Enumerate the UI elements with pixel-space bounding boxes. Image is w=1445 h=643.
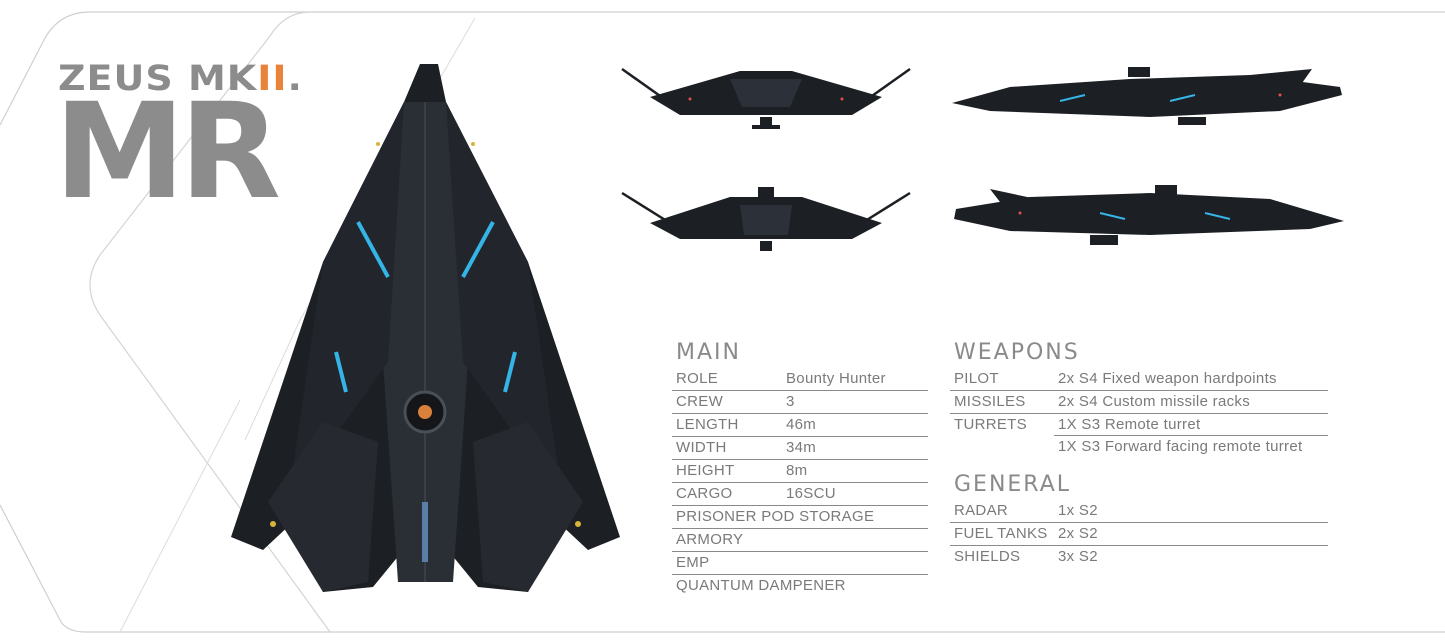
spec-label: PILOT bbox=[954, 370, 999, 387]
ship-rear-view bbox=[621, 187, 911, 251]
spec-row-emp: EMP bbox=[672, 552, 928, 575]
spec-value: 46m bbox=[786, 416, 817, 433]
spec-value: 1X S3 Forward facing remote turret bbox=[1058, 438, 1303, 455]
spec-label: QUANTUM DAMPENER bbox=[676, 577, 846, 594]
main-specs: MAIN ROLE Bounty Hunter CREW 3 LENGTH 46… bbox=[672, 338, 928, 597]
spec-row-fuel-tanks: FUEL TANKS 2x S2 bbox=[950, 523, 1328, 546]
main-title: MAIN bbox=[676, 340, 741, 365]
spec-row-radar: RADAR 1x S2 bbox=[950, 500, 1328, 523]
spec-label: ARMORY bbox=[676, 531, 744, 548]
ship-side-view-left bbox=[954, 185, 1344, 245]
spec-value: 2x S2 bbox=[1058, 525, 1098, 542]
logo-line1-suffix: . bbox=[287, 58, 303, 99]
spec-row-armory: ARMORY bbox=[672, 529, 928, 552]
logo-line1-accent: II bbox=[257, 58, 288, 99]
spec-value: 2x S4 Fixed weapon hardpoints bbox=[1058, 370, 1277, 387]
spec-value: 8m bbox=[786, 462, 808, 479]
ship-side-view-right bbox=[952, 67, 1342, 125]
spec-row-turrets: TURRETS 1X S3 Remote turret bbox=[950, 414, 1328, 436]
spec-label: EMP bbox=[676, 554, 710, 571]
model-logo-line1: ZEUS MKII. bbox=[58, 58, 303, 98]
spec-label: HEIGHT bbox=[676, 462, 735, 479]
spec-row-cargo: CARGO 16SCU bbox=[672, 483, 928, 506]
spec-row-width: WIDTH 34m bbox=[672, 437, 928, 460]
spec-value: 2x S4 Custom missile racks bbox=[1058, 393, 1251, 410]
spec-row-pilot: PILOT 2x S4 Fixed weapon hardpoints bbox=[950, 368, 1328, 391]
general-specs: GENERAL RADAR 1x S2 FUEL TANKS 2x S2 SHI… bbox=[950, 470, 1328, 568]
spec-row-length: LENGTH 46m bbox=[672, 414, 928, 437]
logo-line1-prefix: ZEUS MK bbox=[58, 58, 258, 99]
spec-value: 3 bbox=[786, 393, 795, 410]
general-title: GENERAL bbox=[954, 472, 1072, 497]
spec-label: SHIELDS bbox=[954, 548, 1021, 565]
spec-value: 1x S2 bbox=[1058, 502, 1098, 519]
spec-value: 16SCU bbox=[786, 485, 836, 502]
spec-row-quantum-dampener: QUANTUM DAMPENER bbox=[672, 575, 928, 597]
ship-top-view bbox=[231, 64, 620, 592]
spec-value: 3x S2 bbox=[1058, 548, 1098, 565]
spec-label: CARGO bbox=[676, 485, 733, 502]
model-logo-line2: MR bbox=[54, 75, 281, 229]
weapons-specs: WEAPONS PILOT 2x S4 Fixed weapon hardpoi… bbox=[950, 338, 1328, 458]
ship-front-view bbox=[621, 67, 911, 129]
spec-row-shields: SHIELDS 3x S2 bbox=[950, 546, 1328, 568]
spec-label: FUEL TANKS bbox=[954, 525, 1048, 542]
spec-label: WIDTH bbox=[676, 439, 727, 456]
spec-label: MISSILES bbox=[954, 393, 1026, 410]
spec-label: LENGTH bbox=[676, 416, 739, 433]
spec-value: 1X S3 Remote turret bbox=[1054, 414, 1328, 436]
spec-row-role: ROLE Bounty Hunter bbox=[672, 368, 928, 391]
spec-row-crew: CREW 3 bbox=[672, 391, 928, 414]
spec-row-prisoner-pod: PRISONER POD STORAGE bbox=[672, 506, 928, 529]
weapons-title: WEAPONS bbox=[954, 340, 1080, 365]
spec-row-turrets-2: 1X S3 Forward facing remote turret bbox=[950, 436, 1328, 458]
spec-label: RADAR bbox=[954, 502, 1009, 519]
spec-label: CREW bbox=[676, 393, 724, 410]
spec-row-missiles: MISSILES 2x S4 Custom missile racks bbox=[950, 391, 1328, 414]
spec-value: 34m bbox=[786, 439, 817, 456]
spec-row-height: HEIGHT 8m bbox=[672, 460, 928, 483]
spec-value: Bounty Hunter bbox=[786, 370, 886, 387]
spec-label: TURRETS bbox=[954, 416, 1027, 433]
spec-label: PRISONER POD STORAGE bbox=[676, 508, 875, 525]
spec-label: ROLE bbox=[676, 370, 719, 387]
